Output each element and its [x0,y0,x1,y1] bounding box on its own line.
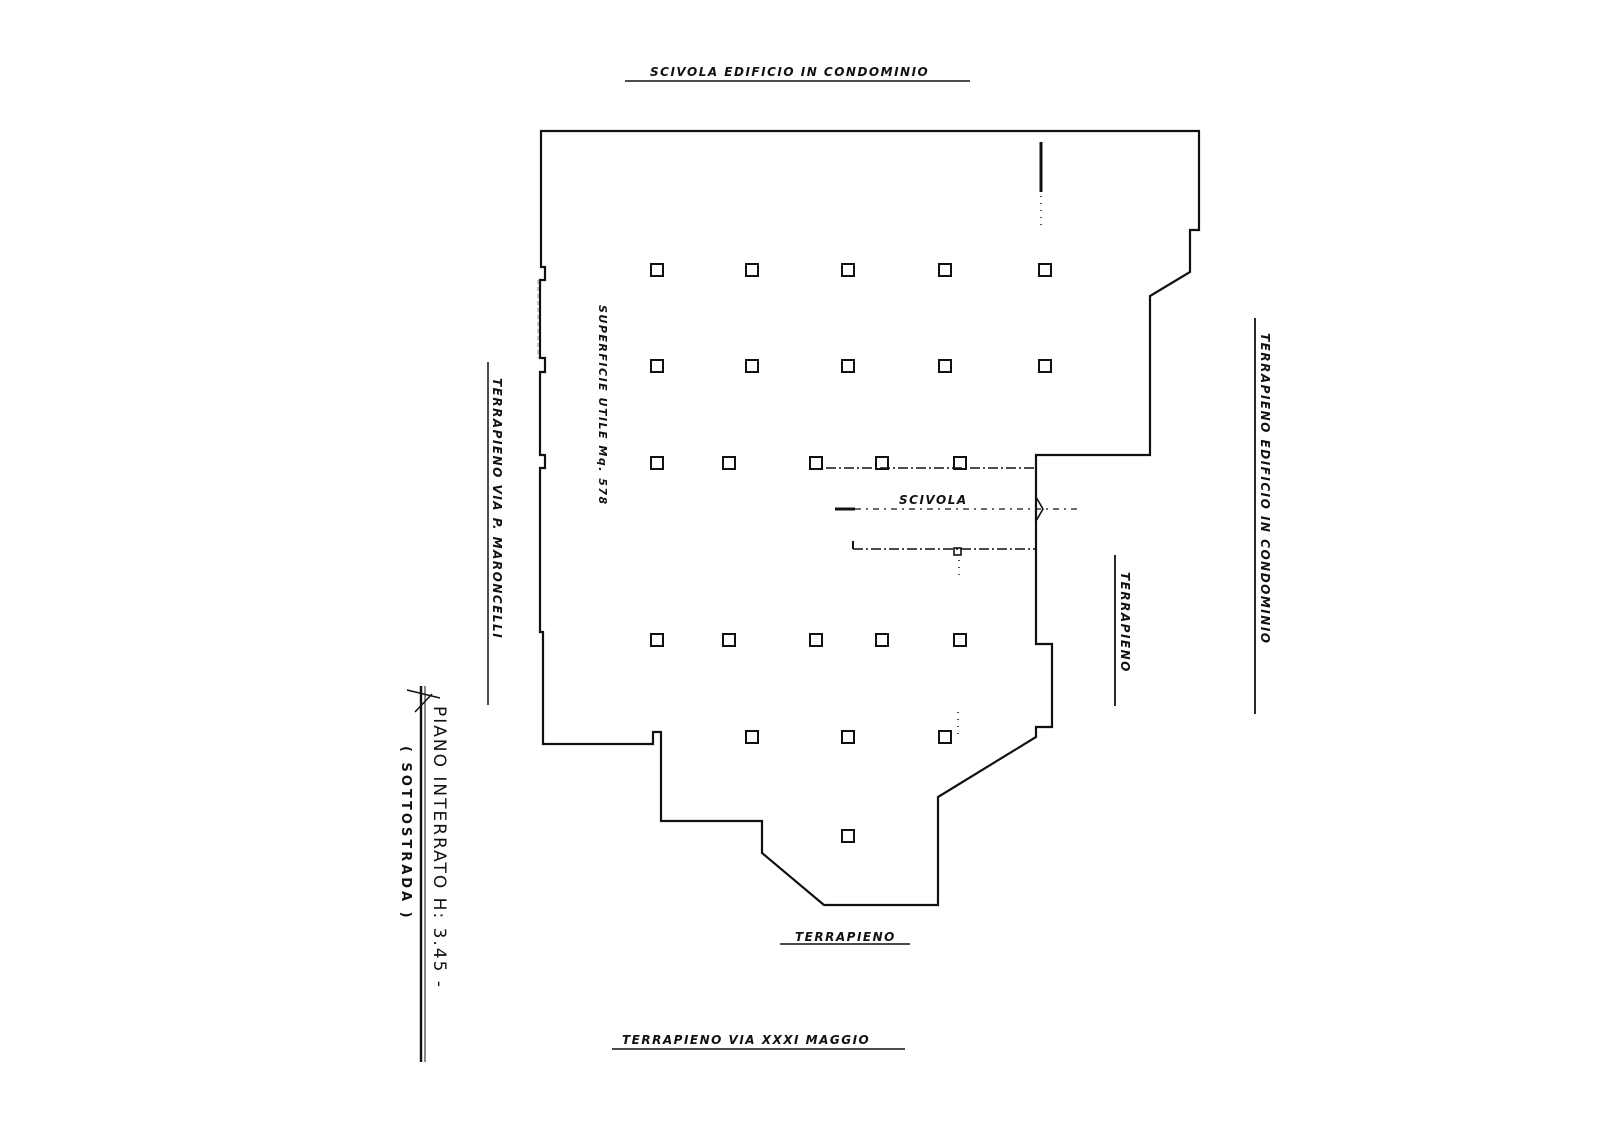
label-bottom-inner: TERRAPIENO [795,930,896,944]
column-pillar [809,456,823,470]
column-pillar [953,633,967,647]
column-pillar [745,359,759,373]
column-pillar [650,263,664,277]
column-pillar [722,456,736,470]
column-pillar [938,359,952,373]
column-pillar [809,633,823,647]
column-pillar [1038,359,1052,373]
ramp-lines [826,467,1078,735]
label-right-boundary: TERRAPIENO EDIFICIO IN CONDOMINIO [1258,333,1272,645]
column-pillar [722,633,736,647]
column-pillar [841,263,855,277]
column-pillar [875,633,889,647]
column-pillar [875,456,889,470]
column-pillar [938,263,952,277]
building-outline [538,129,1201,907]
label-usable-area: SUPERFICIE UTILE Mq. 578 [596,305,609,506]
column-pillar [938,730,952,744]
label-ramp: SCIVOLA [899,493,968,507]
column-pillar [953,456,967,470]
label-left-boundary: TERRAPIENO VIA P. MARONCELLI [490,378,504,640]
label-rules [406,80,1256,1062]
column-pillar [841,359,855,373]
label-bottom-boundary: TERRAPIENO VIA XXXI MAGGIO [622,1033,871,1047]
label-right-inner: TERRAPIENO [1118,572,1132,673]
column-grid [650,263,1052,843]
column-pillar [841,829,855,843]
column-pillar [841,730,855,744]
column-pillar [745,263,759,277]
column-pillar [650,359,664,373]
label-top-boundary: SCIVOLA EDIFICIO IN CONDOMINIO [650,65,930,79]
column-pillar [650,456,664,470]
floor-subtitle: ( SOTTOSTRADA ) [398,746,413,921]
column-pillar [745,730,759,744]
floor-title: PIANO INTERRATO H: 3.45 - [429,706,449,989]
column-pillar [650,633,664,647]
column-pillar [1038,263,1052,277]
